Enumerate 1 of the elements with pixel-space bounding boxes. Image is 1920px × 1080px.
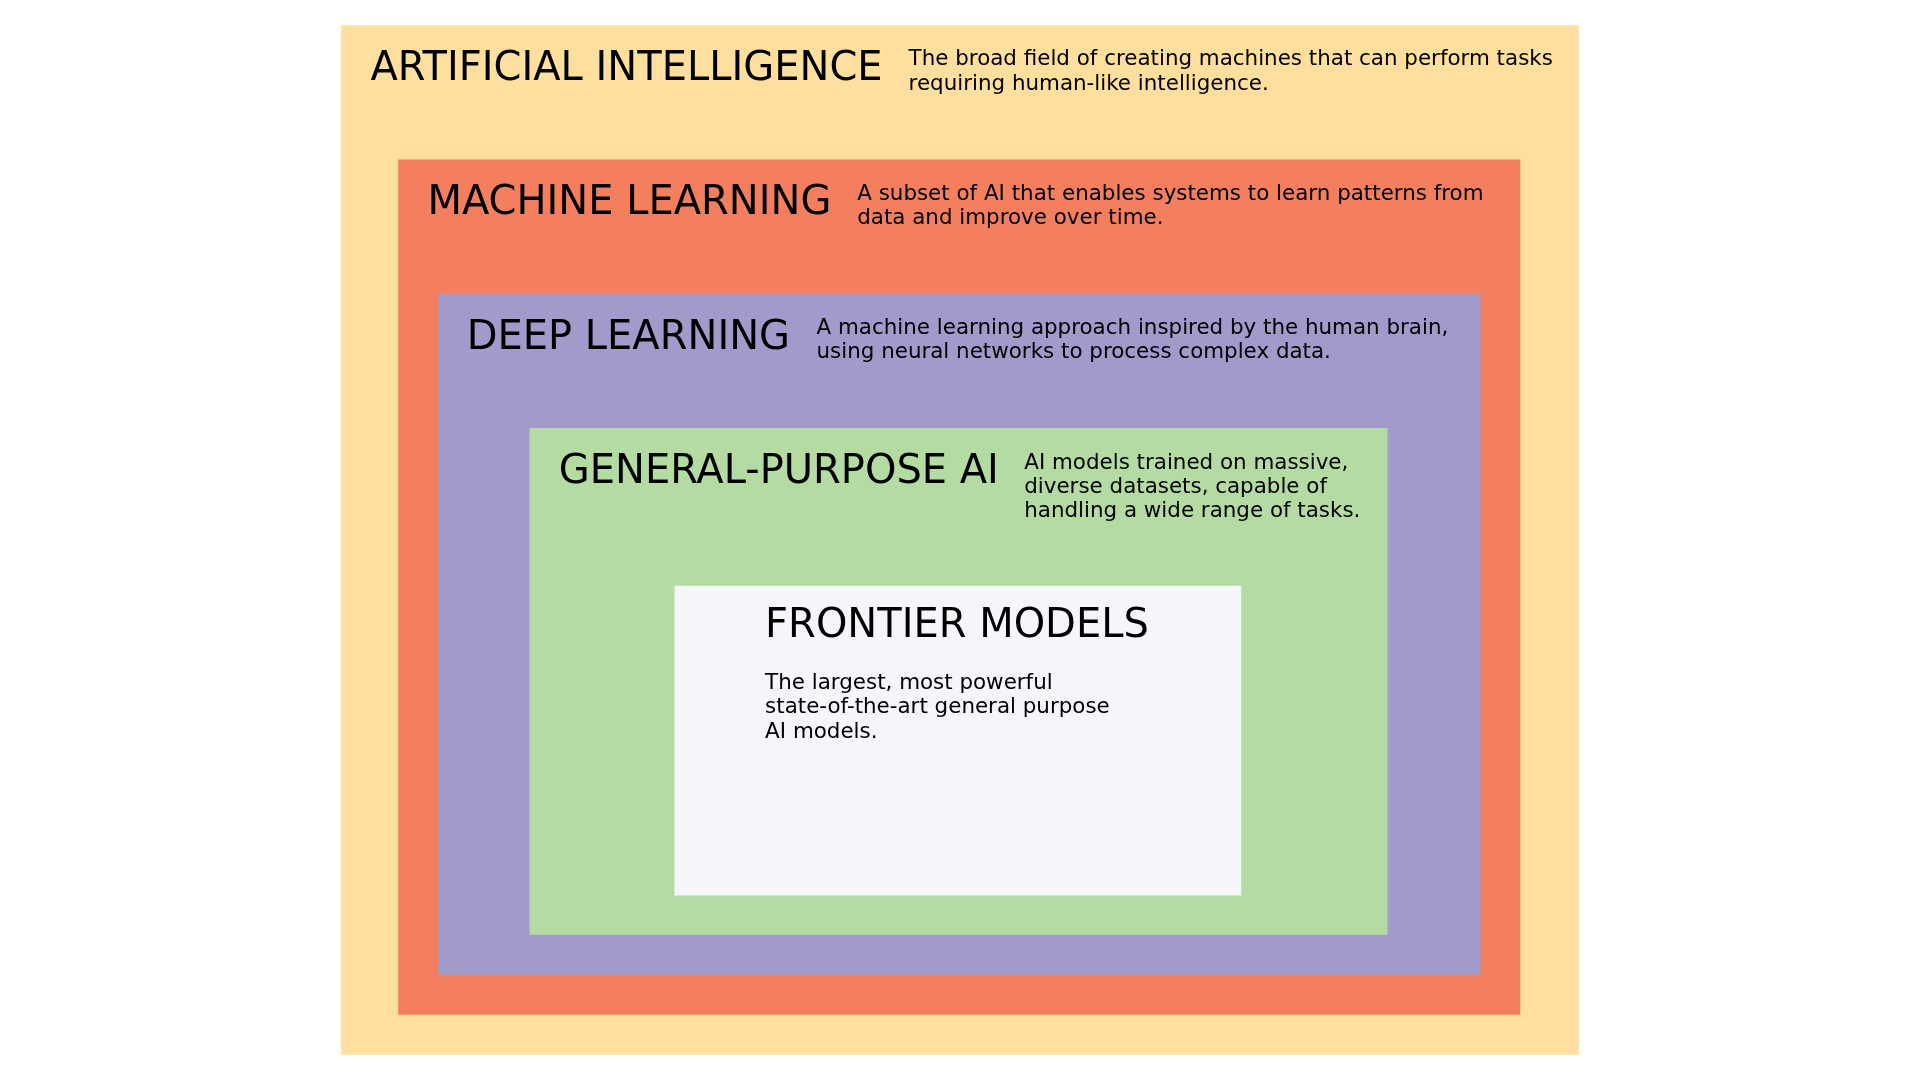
node-box: FRONTIER MODELS The largest, most powerful state-of-the-art general purpose AI models. [674, 585, 1242, 896]
